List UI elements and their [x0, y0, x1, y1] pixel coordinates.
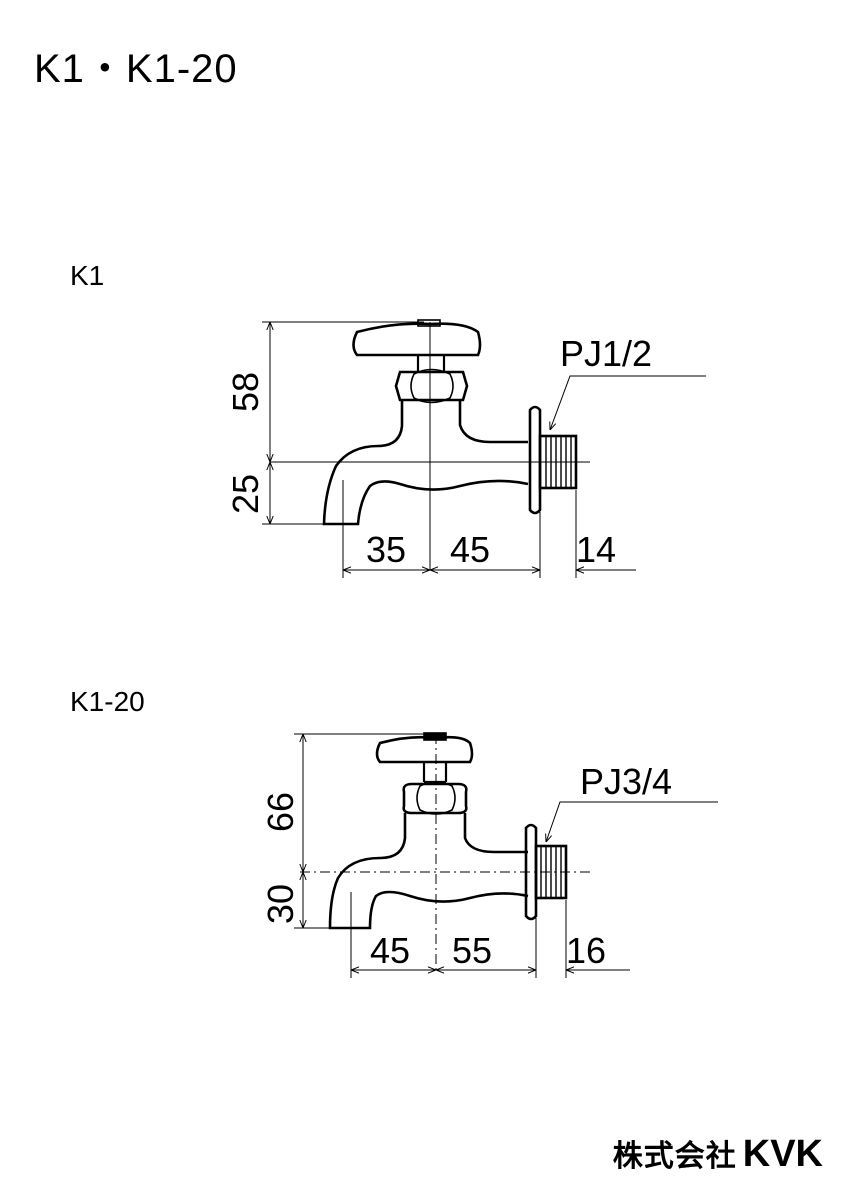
dim-k1-height-lower: 25 — [225, 474, 266, 514]
stem-k1 — [416, 355, 446, 372]
flange-k1-20 — [524, 823, 538, 921]
nut-k1-20 — [402, 782, 468, 815]
k1-20-dimension-texts: 66 30 45 55 16 PJ3/4 — [260, 761, 672, 971]
handle-k1-20 — [375, 735, 474, 764]
faucet-k1-20 — [294, 732, 718, 978]
stem-k1-20 — [422, 762, 448, 784]
nut-k1 — [394, 370, 469, 402]
handle-cap-k1-20 — [423, 732, 447, 741]
handle-k1 — [352, 322, 482, 357]
brand-mark: 株式会社 KVK — [613, 1131, 823, 1176]
handle-cap-k1 — [417, 319, 441, 327]
body-k1-20 — [328, 813, 529, 930]
dim-k1-20-height-upper: 66 — [260, 792, 301, 832]
k1-dimension-texts: 58 25 35 45 14 PJ1/2 — [225, 333, 652, 570]
dim-k1-20-height-lower: 30 — [260, 884, 301, 924]
company-name: 株式会社 — [612, 1140, 737, 1173]
dim-k1-width-body: 45 — [450, 529, 490, 570]
model-label-k1-20: K1-20 — [70, 686, 145, 717]
kvk-logo: KVK — [742, 1133, 823, 1175]
dim-k1-20-width-body: 55 — [452, 930, 492, 971]
thread-spec-k1: PJ1/2 — [560, 333, 652, 374]
thread-spec-k1-20: PJ3/4 — [580, 761, 672, 802]
body-k1 — [322, 400, 529, 526]
dim-k1-20-width-thread: 16 — [566, 930, 606, 971]
dim-k1-width-spout: 35 — [366, 529, 406, 570]
faucet-k1 — [262, 319, 706, 578]
model-label-k1: K1 — [70, 260, 105, 291]
dim-k1-20-width-spout: 45 — [370, 930, 410, 971]
dim-k1-height-upper: 58 — [225, 372, 266, 412]
flange-k1 — [528, 405, 542, 515]
page-title: K1・K1-20 — [34, 47, 238, 91]
dim-k1-width-thread: 14 — [576, 529, 616, 570]
